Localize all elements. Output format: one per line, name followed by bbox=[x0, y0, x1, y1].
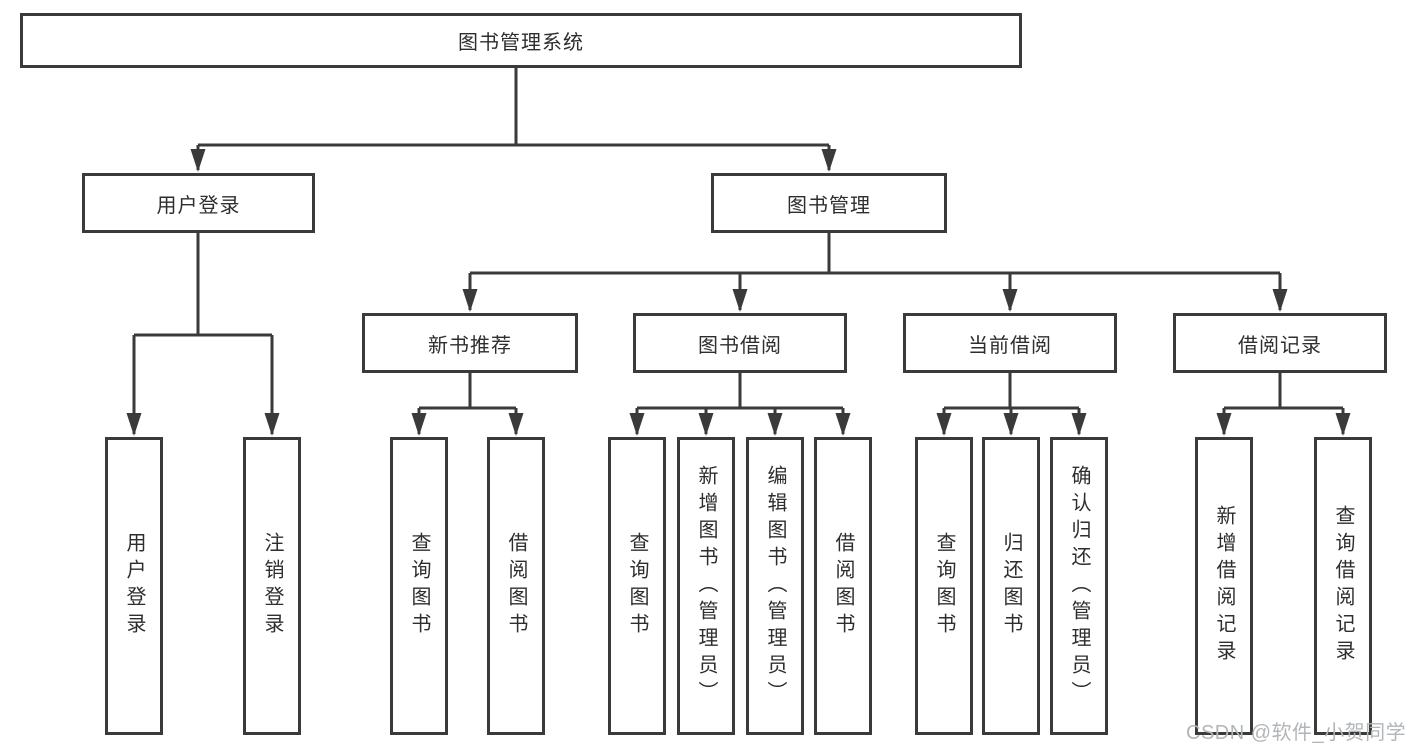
node-book-management: 图书管理 bbox=[711, 173, 947, 233]
leaf-user-login: 用户登录 bbox=[105, 437, 163, 735]
node-book-borrow: 图书借阅 bbox=[633, 313, 847, 373]
leaf-add-borrow-record: 新增借阅记录 bbox=[1195, 437, 1253, 735]
leaf-recommend-query-books: 查询图书 bbox=[390, 437, 448, 735]
node-current-borrow: 当前借阅 bbox=[903, 313, 1117, 373]
node-borrow-records: 借阅记录 bbox=[1173, 313, 1387, 373]
leaf-current-query-books: 查询图书 bbox=[915, 437, 973, 735]
csdn-watermark: CSDN @软件_小贺同学 bbox=[1186, 722, 1405, 744]
leaf-add-books-admin: 新增图书（管理员） bbox=[677, 437, 735, 735]
leaf-query-borrow-record: 查询借阅记录 bbox=[1314, 437, 1372, 735]
tree-edges bbox=[132, 68, 1345, 434]
leaf-logout: 注销登录 bbox=[243, 437, 301, 735]
node-root-system: 图书管理系统 bbox=[20, 13, 1022, 68]
leaf-return-books: 归还图书 bbox=[982, 437, 1040, 735]
node-new-book-recommend: 新书推荐 bbox=[362, 313, 578, 373]
arrowhead-icons bbox=[126, 149, 1351, 436]
leaf-confirm-return-admin: 确认归还（管理员） bbox=[1050, 437, 1108, 735]
leaf-borrow-query-books: 查询图书 bbox=[608, 437, 666, 735]
leaf-borrow-books: 借阅图书 bbox=[814, 437, 872, 735]
node-user-login: 用户登录 bbox=[82, 173, 315, 233]
leaf-edit-books-admin: 编辑图书（管理员） bbox=[746, 437, 804, 735]
leaf-recommend-borrow-books: 借阅图书 bbox=[487, 437, 545, 735]
